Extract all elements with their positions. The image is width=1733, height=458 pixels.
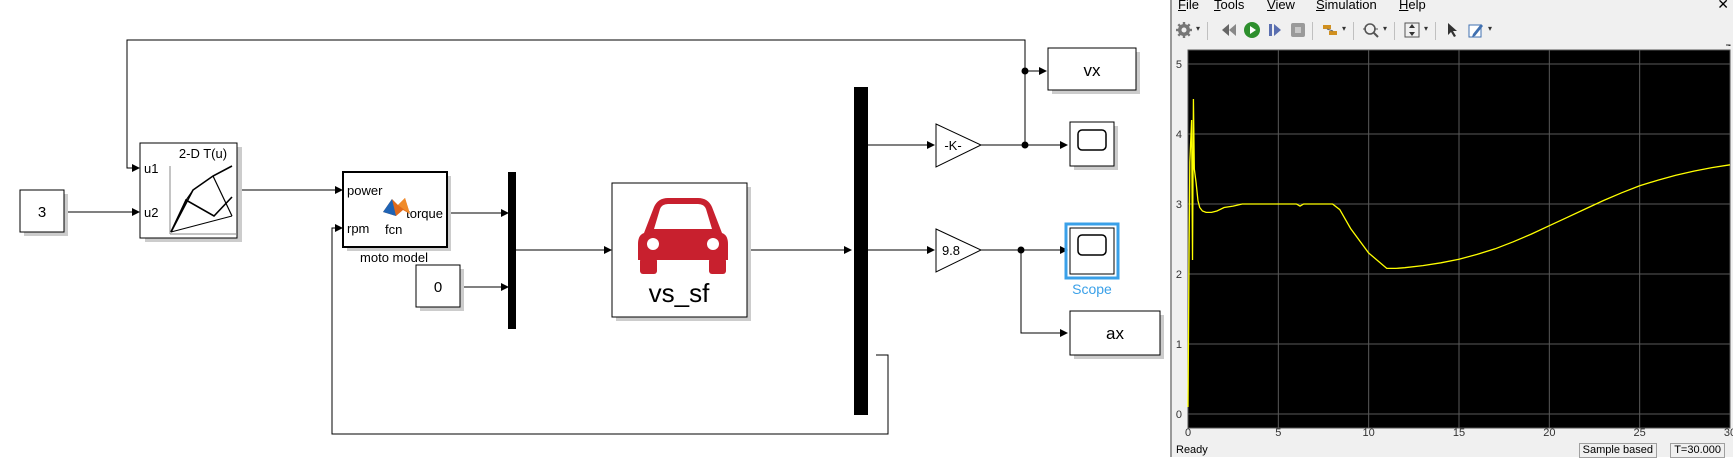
lookup-port-u1: u1 [144,161,158,176]
chevron-down-icon[interactable]: ▾ [1342,24,1347,33]
scope-statusbar: Ready Sample based T=30.000 [1172,443,1733,458]
y-tick-label: 3 [1176,199,1182,211]
x-tick-label: 20 [1543,427,1555,437]
chevron-down-icon[interactable]: ▾ [1488,24,1493,33]
scope-block-name: Scope [1072,281,1112,297]
outport-ax[interactable]: ax [1069,310,1164,359]
car-icon [638,198,728,274]
branch-points [1017,67,1029,254]
lookup-port-u2: u2 [144,205,158,220]
y-tick-label: 4 [1176,129,1182,141]
y-tick-label: 5 [1176,59,1182,71]
constant-value: 0 [434,279,442,296]
status-time: T=30.000 [1670,443,1725,458]
edit-icon[interactable] [1467,21,1485,39]
y-tick-label: 1 [1176,339,1182,351]
x-tick-label: 5 [1275,427,1281,437]
step-forward-icon[interactable] [1266,21,1284,39]
close-icon[interactable]: ✕ [1717,0,1729,12]
outport-label: ax [1106,324,1124,343]
toolbar-separator [1353,22,1354,40]
x-tick-label: 25 [1634,427,1646,437]
x-tick-label: 10 [1363,427,1375,437]
lookup-title: 2-D T(u) [179,146,227,161]
plot-ticks: 0 5 10 15 20 25 30 0 1 2 3 4 5 [1176,59,1733,439]
zoom-icon[interactable] [1362,21,1380,39]
run-icon[interactable] [1243,21,1261,39]
status-sample-based: Sample based [1578,443,1657,458]
rewind-icon[interactable] [1220,21,1238,39]
gear-icon[interactable] [1175,21,1193,39]
gain-block-k[interactable]: -K- [935,123,983,168]
outport-label: vx [1084,61,1102,80]
scope-toolbar: ▾ ▾ ▾ ▾ [1172,16,1733,54]
series-line [1187,98,1731,408]
scale-axes-icon[interactable] [1403,21,1421,39]
vehicle-label: vs_sf [649,278,710,308]
menu-view[interactable]: View [1267,0,1295,12]
gain-value: -K- [944,138,961,153]
moto-model-block[interactable]: power rpm torque fcn moto model [342,171,451,265]
vehicle-block[interactable]: vs_sf [611,182,751,321]
outport-vx[interactable]: vx [1047,47,1140,94]
lookup-table-2d[interactable]: 2-D T(u) u1 u2 [139,142,242,242]
x-tick-label: 0 [1185,427,1191,437]
lookup-icon [169,165,236,235]
gain-block-9-8[interactable]: 9.8 [935,228,983,273]
highlight-icon[interactable] [1321,21,1339,39]
matlab-logo-icon [383,198,410,216]
fcn-port-power: power [347,183,383,198]
status-ready: Ready [1176,444,1208,456]
block-name-moto-model: moto model [360,250,428,265]
demux-block[interactable] [854,87,868,415]
stop-icon[interactable] [1289,21,1307,39]
scope-icon [1077,234,1107,256]
x-tick-label: 30 [1724,427,1733,437]
scope-plot[interactable]: 0 5 10 15 20 25 30 0 1 2 3 4 5 [1172,46,1733,439]
scope-block-selected[interactable]: Scope [1064,222,1120,297]
x-tick-label: 15 [1453,427,1465,437]
mux-block[interactable] [508,172,516,329]
toolbar-separator [1312,22,1313,40]
menu-simulation[interactable]: Simulation [1316,0,1377,12]
toolbar-separator [1435,22,1436,40]
gain-value: 9.8 [942,243,960,258]
chevron-down-icon[interactable]: ▾ [1196,24,1201,33]
fcn-port-torque: torque [406,206,443,221]
scope-menubar: File Tools View Simulation Help ✕ [1172,0,1733,16]
y-tick-label: 2 [1176,269,1182,281]
cursor-icon[interactable] [1444,21,1462,39]
constant-block-3[interactable]: 3 [19,189,68,236]
fcn-port-rpm: rpm [347,221,369,236]
scope-block-1[interactable] [1069,121,1118,170]
plot-series [1187,98,1731,408]
constant-value: 3 [38,204,46,221]
y-tick-label: 0 [1176,409,1182,421]
chevron-down-icon[interactable]: ▾ [1383,24,1388,33]
constant-block-0[interactable]: 0 [415,264,464,311]
fcn-label: fcn [385,222,402,237]
scope-icon [1077,129,1107,151]
simulink-canvas[interactable]: 3 2-D T(u) u1 u2 power rpm torque fcn [0,0,1170,457]
scope-window[interactable]: File Tools View Simulation Help ✕ ▾ ▾ [1170,0,1733,458]
chevron-down-icon[interactable]: ▾ [1424,24,1429,33]
toolbar-separator [1394,22,1395,40]
scope-plot-area[interactable]: 0 5 10 15 20 25 30 0 1 2 3 4 5 [1172,46,1733,439]
menu-help[interactable]: Help [1399,0,1426,12]
menu-file[interactable]: File [1178,0,1199,12]
menu-tools[interactable]: Tools [1214,0,1245,12]
toolbar-separator [1207,22,1208,40]
